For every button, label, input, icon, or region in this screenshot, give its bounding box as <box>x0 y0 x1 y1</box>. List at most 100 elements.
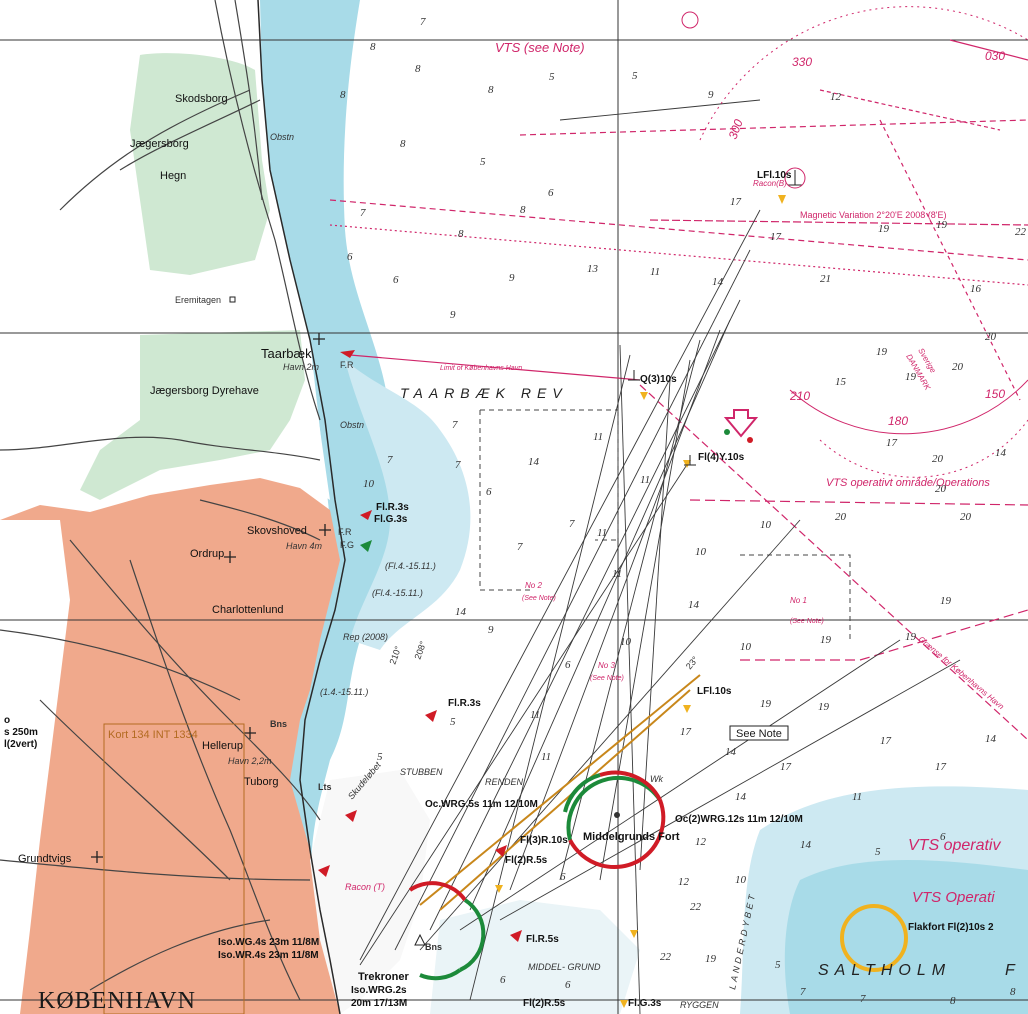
place-middelgrunds-fort: Middelgrunds Fort <box>583 831 680 843</box>
place-kobenhavn: KØBENHAVN <box>38 988 196 1014</box>
depth-sounding: 19 <box>940 595 952 607</box>
compass-330: 330 <box>792 55 812 69</box>
depth-sounding: 14 <box>800 839 812 851</box>
place-jaegersborg: Jægersborg <box>130 138 189 150</box>
bns-label-2: Bns <box>425 942 442 952</box>
middelgrund-fort-lighthouse-icon <box>614 812 620 818</box>
light-flg3s-b: Fl.G.3s <box>628 998 662 1009</box>
depth-sounding: 14 <box>688 599 700 611</box>
left-edge-label-1: o <box>4 715 10 726</box>
depth-sounding: 19 <box>878 223 890 235</box>
depth-sounding: 14 <box>735 791 747 803</box>
depth-sounding: 7 <box>860 993 866 1005</box>
depth-sounding: 7 <box>800 986 806 998</box>
light-flr3s-b: Fl.R.3s <box>448 698 481 709</box>
wreck-icon: Wk <box>650 774 663 784</box>
depth-sounding: 10 <box>760 519 772 531</box>
rep-2008-label: Rep (2008) <box>343 632 388 642</box>
depth-sounding: 22 <box>1015 226 1027 238</box>
depth-sounding: 19 <box>820 634 832 646</box>
light-iso-wg: Iso.WG.4s 23m 11/8M <box>218 937 319 948</box>
eremitagen-icon <box>229 296 236 303</box>
depth-sounding: 19 <box>905 371 917 383</box>
depth-sounding: 19 <box>760 698 772 710</box>
taarbaek-bank <box>345 360 471 650</box>
depth-sounding: 7 <box>452 419 458 431</box>
left-edge-label-3: l(2vert) <box>4 739 37 750</box>
depth-sounding: 22 <box>690 901 702 913</box>
vts-operati-note-3: VTS Operati <box>912 889 995 906</box>
harbour-area <box>310 770 430 1014</box>
middelgrund-fort-circle <box>563 770 666 869</box>
light-lfl-top: LFl.10s <box>757 170 792 181</box>
depth-sounding: 11 <box>852 791 862 803</box>
depth-sounding: 9 <box>450 309 456 321</box>
depth-sounding: 8 <box>370 41 376 53</box>
obstn-label: Obstn <box>270 132 294 142</box>
roads <box>0 0 321 1001</box>
depth-sounding: 12 <box>830 91 842 103</box>
depth-sounding: 5 <box>450 716 456 728</box>
place-taarbaek-havn: Havn 2m <box>283 362 320 372</box>
depth-sounding: 8 <box>340 89 346 101</box>
depth-sounding: 19 <box>876 346 888 358</box>
depth-sounding: 10 <box>740 641 752 653</box>
depth-sounding: 11 <box>650 266 660 278</box>
light-iso-wrg-range: 20m 17/13M <box>351 998 407 1009</box>
no2-see-label: (See Note) <box>522 595 556 602</box>
depth-sounding: 5 <box>775 959 781 971</box>
place-charlottenlund: Charlottenlund <box>212 604 284 616</box>
depth-sounding: 8 <box>458 228 464 240</box>
depth-sounding: 15 <box>835 376 847 388</box>
no1-see-label: (See Note) <box>790 618 824 625</box>
place-dyrehave: Jægersborg Dyrehave <box>150 385 259 397</box>
depth-sounding: 19 <box>936 219 948 231</box>
obstn-label-2: Obstn <box>340 420 364 430</box>
magnetic-variation: Magnetic Variation 2°20'E 2008 (8'E) <box>800 210 946 220</box>
depth-sounding: 17 <box>886 437 898 449</box>
place-trekroner: Trekroner <box>358 971 409 983</box>
depth-sounding: 20 <box>935 483 947 495</box>
light-flr5s: Fl.R.5s <box>526 934 559 945</box>
see-note-box <box>729 725 789 741</box>
no3-label: No 3 <box>598 661 615 670</box>
vts-note-top: VTS (see Note) <box>495 40 585 55</box>
limit-havn-note: Limit of Københavns Havn <box>440 365 522 372</box>
area-taarbaek-rev: TAARBÆK REV <box>400 385 568 401</box>
light-lfl10s: LFl.10s <box>697 686 732 697</box>
depth-sounding: 14 <box>995 447 1007 459</box>
depth-sounding: 5 <box>632 70 638 82</box>
depth-sounding: 6 <box>565 659 571 671</box>
depth-sounding: 17 <box>880 735 892 747</box>
place-hegn: Hegn <box>160 170 186 182</box>
depth-sounding: 19 <box>705 953 717 965</box>
place-grundtvigs: Grundtvigs <box>18 853 72 865</box>
depth-sounding: 8 <box>1010 986 1016 998</box>
compass-150: 150 <box>985 387 1005 401</box>
place-renden: RENDEN <box>485 777 524 787</box>
compass-rose <box>699 6 1028 478</box>
depth-sounding: 10 <box>695 546 707 558</box>
depth-sounding: 9 <box>708 89 714 101</box>
depth-sounding: 12 <box>678 876 690 888</box>
depth-sounding: 6 <box>393 274 399 286</box>
depth-sounding: 9 <box>509 272 515 284</box>
kort-boundary <box>103 723 245 1014</box>
light-flr3s-a: Fl.R.3s <box>376 502 409 513</box>
green-buoy-icon <box>724 429 730 435</box>
depth-sounding: 11 <box>593 431 603 443</box>
light-seasonal-c: (1.4.-15.11.) <box>320 687 368 697</box>
place-skovshoved: Skovshoved <box>247 525 307 537</box>
flakfort-circle <box>840 904 908 972</box>
depth-sounding: 17 <box>730 196 742 208</box>
depth-sounding: 14 <box>455 606 467 618</box>
depth-sounding: 20 <box>960 511 972 523</box>
depth-sounding: 11 <box>530 709 540 721</box>
place-tuborg: Tuborg <box>244 776 278 788</box>
light-iso-wrg: Iso.WRG.2s <box>351 985 407 996</box>
depth-sounding: 7 <box>420 16 426 28</box>
depth-sounding: 17 <box>770 231 782 243</box>
kort-reference: Kort 134 INT 1334 <box>108 729 198 741</box>
depth-sounding: 5 <box>377 751 383 763</box>
